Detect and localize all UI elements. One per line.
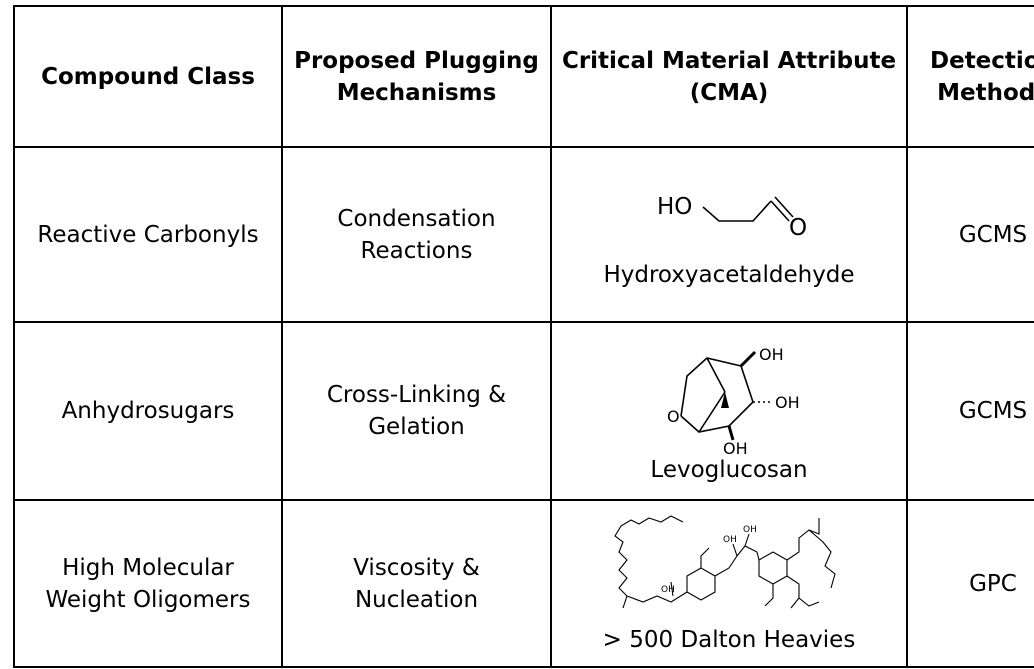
table-row: Anhydrosugars Cross-Linking & Gelation O… [13, 321, 1034, 501]
table-row: Reactive Carbonyls Condensation Reaction… [13, 146, 1034, 323]
structure-label-oh-bottom: OH [723, 439, 748, 454]
compound-class-cell: High Molecular Weight Oligomers [13, 499, 283, 668]
cma-cell: OH OH OH > 500 Dalton Heavies [550, 499, 908, 668]
detection-cell: GCMS [906, 321, 1034, 501]
compound-class-cell: Anhydrosugars [13, 321, 283, 501]
levoglucosan-structure: OH OH OH O [667, 345, 800, 454]
compound-class-cell: Reactive Carbonyls [13, 146, 283, 323]
attributes-table: Compound Class Proposed Plugging Mechani… [13, 5, 1034, 668]
structure-label-ho: HO [657, 194, 692, 220]
cma-name: Levoglucosan [650, 457, 808, 483]
header-detection: Detection Methods [906, 5, 1034, 148]
structure-label-o-left: O [667, 407, 680, 426]
header-compound-class: Compound Class [13, 5, 283, 148]
structure-label-oh-right: OH [775, 393, 800, 412]
cma-cell: HO O Hydroxyacetaldehyde [550, 146, 908, 323]
header-row: Compound Class Proposed Plugging Mechani… [13, 5, 1034, 148]
structure-label-oh-b: OH [723, 535, 737, 545]
cma-name: Hydroxyacetaldehyde [603, 261, 855, 288]
mechanism-cell: Viscosity & Nucleation [281, 499, 552, 668]
hydroxyacetaldehyde-structure: HO O [657, 194, 807, 241]
cma-cell: OH OH OH O Levoglucosan [550, 321, 908, 501]
mechanism-cell: Cross-Linking & Gelation [281, 321, 552, 501]
structure-label-o: O [789, 215, 807, 241]
detection-cell: GPC [906, 499, 1034, 668]
structure-label-oh-a: OH [661, 585, 675, 595]
header-cma: Critical Material Attribute (CMA) [550, 5, 908, 148]
oligomer-structure: OH OH OH [614, 514, 836, 608]
detection-cell: GCMS [906, 146, 1034, 323]
table-row: High Molecular Weight Oligomers Viscosit… [13, 499, 1034, 668]
structure-label-oh-top: OH [759, 345, 784, 364]
header-mechanisms: Proposed Plugging Mechanisms [281, 5, 552, 148]
mechanism-cell: Condensation Reactions [281, 146, 552, 323]
structure-label-oh-c: OH [743, 525, 757, 535]
cma-name: > 500 Dalton Heavies [602, 626, 856, 653]
